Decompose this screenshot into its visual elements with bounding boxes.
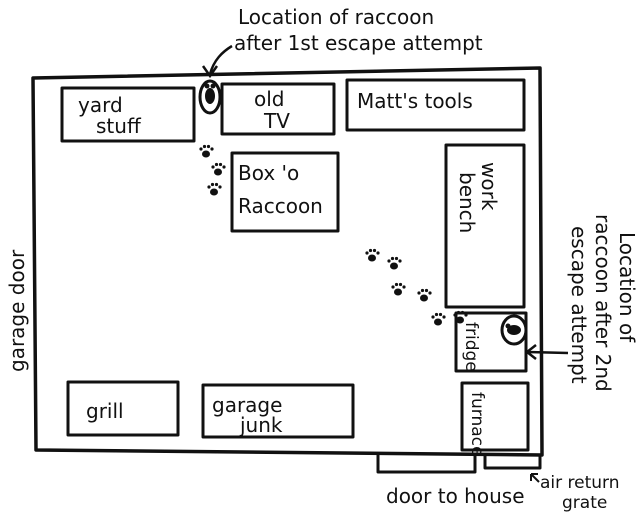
grill-label: grill — [86, 399, 124, 423]
matts-tools-box — [345, 78, 526, 132]
garage-wall — [31, 66, 544, 457]
arrow-icon — [530, 473, 540, 483]
paw-print-icon — [387, 256, 402, 270]
paw-print-icon — [207, 182, 222, 196]
paw-print-icon — [365, 248, 380, 262]
raccoon-icon — [505, 323, 521, 335]
box-raccoon-label-1: Box 'o — [238, 161, 299, 185]
annotation-top-line2: after 1st escape attempt — [234, 31, 483, 55]
work-bench-box — [444, 143, 526, 309]
paw-trail — [199, 144, 468, 326]
grill-box — [66, 380, 180, 437]
raccoon-first-location-circle — [198, 79, 222, 115]
annotation-right-line1: Location of — [615, 232, 639, 343]
yard-stuff-label-2: stuff — [96, 114, 142, 138]
arrow-icon — [201, 44, 233, 79]
annotation-top-line1: Location of raccoon — [238, 5, 434, 29]
annotation-right-line2: raccoon after 2nd — [591, 214, 615, 392]
paw-print-icon — [453, 310, 468, 324]
annotation-right-line3: escape attempt — [567, 226, 591, 384]
old-tv-label-1: old — [254, 87, 285, 111]
door-to-house-label: door to house — [386, 484, 525, 508]
paw-print-icon — [211, 162, 226, 176]
box-raccoon-label-2: Raccoon — [238, 194, 323, 218]
old-tv-box — [220, 82, 336, 136]
work-bench-label-2: bench — [455, 172, 479, 233]
garage-door-label: garage door — [5, 249, 29, 372]
old-tv-label-2: TV — [263, 109, 290, 133]
arrow-icon — [524, 344, 569, 360]
yard-stuff-box — [60, 86, 196, 143]
door-to-house-marker — [376, 452, 477, 474]
raccoon-second-location-circle — [500, 314, 528, 346]
air-return-grate-marker — [483, 455, 542, 470]
work-bench-label-1: work — [477, 162, 501, 211]
garage-junk-label-1: garage — [212, 393, 282, 417]
furnace-label: furnace — [467, 392, 487, 456]
fridge-label: fridge — [461, 322, 481, 372]
garage-junk-label-2: junk — [239, 413, 283, 437]
air-return-label-1: air return — [540, 473, 620, 493]
furnace-box — [460, 381, 530, 452]
garage-junk-box — [201, 383, 355, 439]
paw-print-icon — [417, 288, 432, 302]
fridge-box — [454, 311, 528, 373]
matts-tools-label: Matt's tools — [357, 89, 473, 113]
box-o-raccoon — [230, 151, 340, 233]
yard-stuff-label-1: yard — [78, 93, 123, 117]
paw-print-icon — [199, 144, 214, 158]
paw-print-icon — [391, 282, 406, 296]
raccoon-icon — [204, 83, 216, 104]
air-return-label-2: grate — [562, 493, 607, 513]
paw-print-icon — [431, 312, 446, 326]
